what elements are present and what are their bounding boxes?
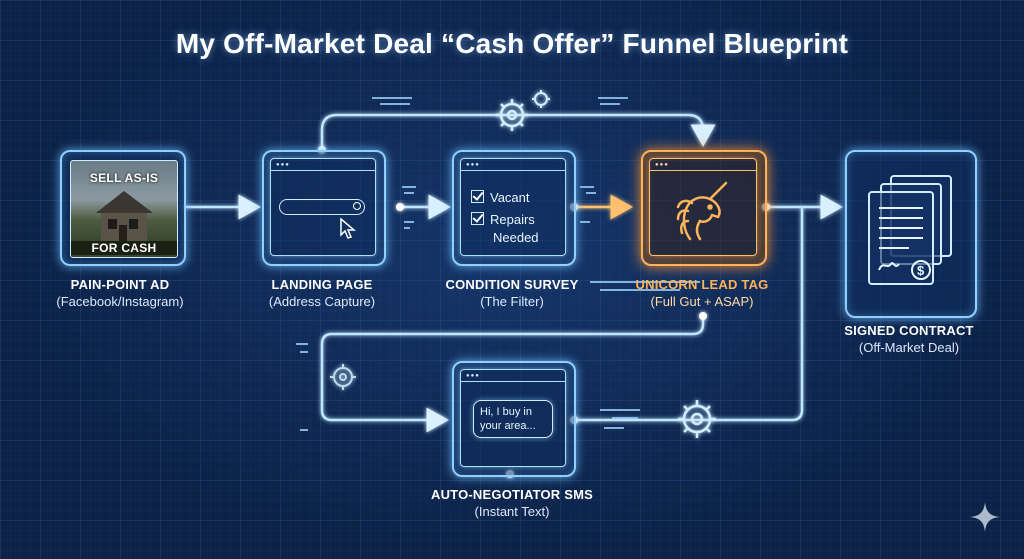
signed-contract-label: SIGNED CONTRACT (Off-Market Deal) bbox=[809, 322, 1009, 356]
unicorn-lead-tag-card: ●●● bbox=[641, 150, 767, 266]
node-subtitle: (Full Gut + ASAP) bbox=[650, 294, 754, 309]
search-bar-cursor-icon bbox=[279, 199, 365, 215]
checklist-icon: ●●● Vacant Repairs Needed bbox=[460, 158, 566, 256]
cursor-icon bbox=[340, 217, 357, 239]
house-photo: SELL AS-IS FOR CASH bbox=[70, 160, 178, 258]
pain-point-ad-card: SELL AS-IS FOR CASH bbox=[60, 150, 186, 266]
landing-page-label: LANDING PAGE (Address Capture) bbox=[222, 276, 422, 310]
survey-item-needed: Needed bbox=[493, 230, 539, 245]
node-subtitle: (Facebook/Instagram) bbox=[56, 294, 184, 309]
node-title: SIGNED CONTRACT bbox=[844, 323, 974, 338]
gear-icon bbox=[496, 99, 528, 131]
pain-point-ad-label: PAIN-POINT AD (Facebook/Instagram) bbox=[20, 276, 220, 310]
node-title: PAIN-POINT AD bbox=[70, 277, 170, 292]
svg-text:$: $ bbox=[917, 263, 925, 278]
search-icon bbox=[353, 202, 361, 210]
condition-survey-label: CONDITION SURVEY (The Filter) bbox=[412, 276, 612, 310]
ad-headline: SELL AS-IS bbox=[89, 171, 159, 185]
sparkle-icon bbox=[970, 502, 1000, 532]
node-title: UNICORN LEAD TAG bbox=[635, 277, 769, 292]
unicorn-icon bbox=[676, 181, 728, 241]
node-title: CONDITION SURVEY bbox=[445, 277, 579, 292]
auto-negotiator-sms-card: ●●● Hi, I buy in your area... bbox=[452, 361, 576, 477]
landing-page-card: ●●● bbox=[262, 150, 386, 266]
gear-icon bbox=[330, 364, 356, 390]
checkbox-icon bbox=[471, 212, 484, 225]
ad-footer: FOR CASH bbox=[71, 241, 177, 255]
node-title: AUTO-NEGOTIATOR SMS bbox=[431, 487, 593, 502]
gear-icon bbox=[532, 90, 550, 108]
connector-unicorn-to-sms bbox=[320, 316, 705, 433]
node-subtitle: (Off-Market Deal) bbox=[858, 340, 960, 355]
sms-window: ●●● Hi, I buy in your area... bbox=[460, 369, 566, 467]
node-title: LANDING PAGE bbox=[271, 277, 373, 292]
connector-top-loop bbox=[320, 113, 716, 150]
node-subtitle: (Instant Text) bbox=[474, 504, 550, 519]
contract-documents-icon: $ bbox=[868, 175, 952, 285]
signed-contract-card: $ bbox=[845, 150, 977, 318]
browser-window: ●●● bbox=[270, 158, 376, 256]
node-subtitle: (Address Capture) bbox=[268, 294, 376, 309]
node-subtitle: (The Filter) bbox=[480, 294, 544, 309]
survey-item-repairs: Repairs bbox=[471, 211, 535, 228]
gear-icon bbox=[678, 400, 716, 438]
survey-item-vacant: Vacant bbox=[471, 189, 530, 206]
checkbox-icon bbox=[471, 190, 484, 203]
unicorn-window: ●●● bbox=[649, 158, 757, 256]
unicorn-lead-tag-label: UNICORN LEAD TAG (Full Gut + ASAP) bbox=[602, 276, 802, 310]
connector-sms-to-contract bbox=[574, 207, 804, 422]
condition-survey-card: ●●● Vacant Repairs Needed bbox=[452, 150, 576, 266]
chat-bubble-icon: Hi, I buy in your area... bbox=[473, 400, 553, 438]
auto-negotiator-sms-label: AUTO-NEGOTIATOR SMS (Instant Text) bbox=[392, 486, 632, 520]
diagram-title: My Off-Market Deal “Cash Offer” Funnel B… bbox=[175, 28, 849, 59]
